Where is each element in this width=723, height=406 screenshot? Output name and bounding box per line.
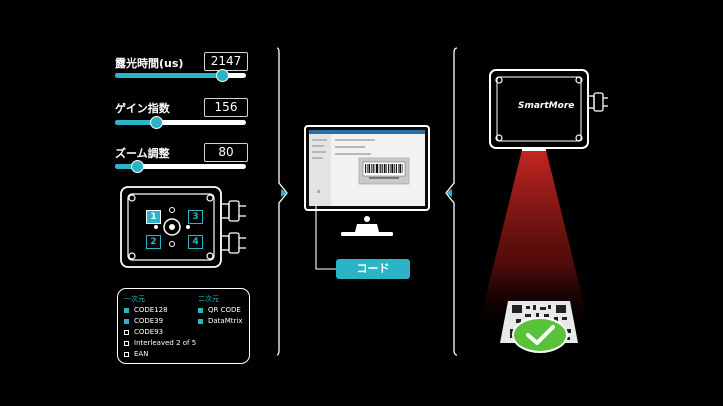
exposure-slider-track[interactable] — [115, 69, 246, 82]
connector-line — [315, 205, 338, 270]
checkbox-icon — [124, 351, 129, 357]
zoom-slider-thumb[interactable] — [131, 160, 145, 173]
gain-label: ゲイン指数 — [115, 102, 170, 115]
zoom-value-field[interactable]: 80 — [204, 143, 248, 162]
left-bracket-divider — [276, 47, 288, 356]
two-d-title: 二次元 — [198, 295, 219, 303]
checkbox-label: EAN — [134, 350, 149, 358]
brand-logo: SmartMore — [518, 101, 575, 111]
gain-slider-fill — [115, 120, 156, 125]
camera-button-4[interactable]: 4 — [188, 235, 203, 249]
gain-slider-thumb[interactable] — [149, 116, 163, 129]
checkbox-interleaved-2of5[interactable]: Interleaved 2 of 5 — [124, 339, 196, 347]
camera-back-illustration — [120, 186, 246, 268]
code-type-panel: 一次元 二次元 CODE128 CODE39 CODE93 Interleave… — [117, 288, 250, 364]
exposure-label: 露光時間(us) — [115, 57, 184, 70]
checkbox-code128[interactable]: CODE128 — [124, 306, 168, 314]
checkbox-label: QR CODE — [208, 306, 241, 314]
checkbox-label: CODE93 — [134, 328, 164, 336]
checkbox-icon — [124, 329, 129, 335]
exposure-slider-fill — [115, 73, 223, 78]
zoom-slider-track[interactable] — [115, 160, 246, 173]
screw-icon — [495, 76, 583, 142]
connector-icon — [587, 92, 608, 112]
gain-slider-track[interactable] — [115, 116, 246, 129]
checkbox-icon — [124, 307, 129, 313]
checkbox-qr-code[interactable]: QR CODE — [198, 306, 241, 314]
zoom-slider-fill — [115, 164, 138, 169]
checkbox-icon — [198, 307, 203, 313]
gain-value-field[interactable]: 156 — [204, 98, 248, 117]
checkbox-datamatrix[interactable]: DataMtrix — [198, 317, 242, 325]
checkbox-label: DataMtrix — [208, 317, 243, 325]
screw-icon — [128, 194, 214, 260]
one-d-title: 一次元 — [124, 295, 145, 303]
checkbox-icon — [124, 340, 129, 346]
checkbox-label: CODE39 — [134, 317, 164, 325]
exposure-slider-thumb[interactable] — [216, 69, 230, 82]
camera-button-2[interactable]: 2 — [146, 235, 161, 249]
checkbox-label: Interleaved 2 of 5 — [134, 339, 197, 347]
monitor-illustration — [304, 125, 430, 236]
checkbox-label: CODE128 — [134, 306, 168, 314]
checkbox-code39[interactable]: CODE39 — [124, 317, 163, 325]
camera-button-3[interactable]: 3 — [188, 210, 203, 224]
code-button[interactable]: コード — [336, 259, 410, 279]
scanner-illustration — [480, 69, 608, 320]
right-bracket-divider — [445, 47, 458, 356]
lens-icon — [163, 218, 181, 236]
camera-button-1[interactable]: 1 — [146, 210, 161, 224]
check-icon — [512, 317, 568, 353]
checkbox-icon — [124, 318, 129, 324]
laser-beam — [480, 146, 588, 320]
zoom-label: ズーム調整 — [115, 147, 170, 160]
connector-icon — [220, 200, 246, 254]
checkbox-icon — [198, 318, 203, 324]
power-icon — [364, 216, 370, 222]
checkbox-ean[interactable]: EAN — [124, 350, 148, 358]
exposure-value-field[interactable]: 2147 — [204, 52, 248, 71]
checkbox-code93[interactable]: CODE93 — [124, 328, 163, 336]
